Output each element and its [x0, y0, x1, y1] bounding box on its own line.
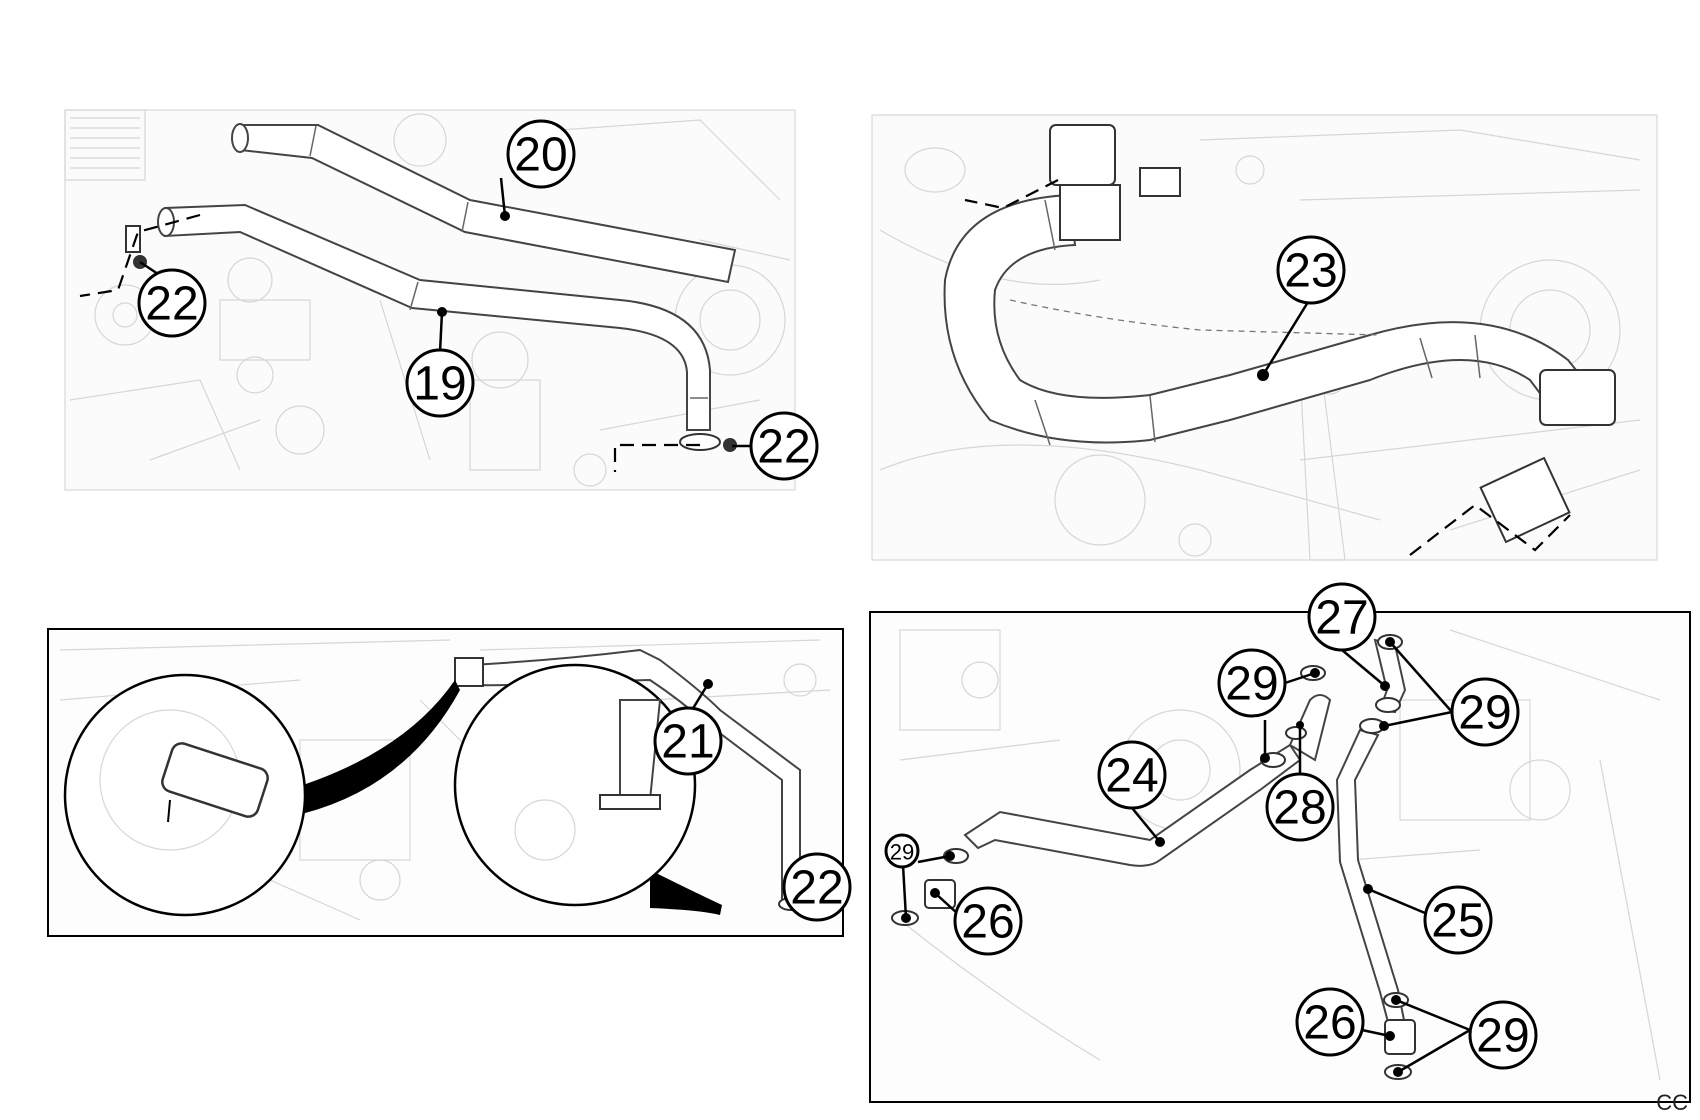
callout-29-bottom: 29 [1468, 1000, 1538, 1070]
svg-text:29: 29 [1476, 1010, 1529, 1063]
svg-text:29: 29 [890, 840, 914, 865]
callout-22: 22 [782, 852, 852, 922]
svg-text:25: 25 [1431, 895, 1484, 948]
callout-29-small: 29 [884, 833, 920, 869]
callout-24: 24 [1097, 740, 1167, 810]
callout-21: 21 [653, 706, 723, 776]
svg-text:26: 26 [1303, 997, 1356, 1050]
svg-text:29: 29 [1458, 687, 1511, 740]
svg-text:24: 24 [1105, 750, 1158, 803]
svg-text:20: 20 [514, 129, 567, 182]
callout-22-left: 22 [137, 268, 207, 338]
hose-23 [943, 193, 1602, 446]
callout-29-center: 29 [1217, 648, 1287, 718]
quick-connector-top [1049, 124, 1181, 241]
detail-view-left [63, 673, 460, 917]
panel-upper-right-hose: 23 [871, 114, 1658, 561]
callout-25: 25 [1423, 885, 1493, 955]
callout-20: 20 [506, 119, 576, 189]
panel-lower-left-hose: 21 22 [47, 628, 852, 937]
svg-text:22: 22 [145, 278, 198, 331]
svg-text:21: 21 [661, 716, 714, 769]
callout-26-bottom: 26 [1295, 987, 1365, 1057]
hose-20 [231, 123, 737, 284]
svg-text:28: 28 [1273, 782, 1326, 835]
callout-27: 27 [1307, 582, 1377, 652]
callout-19: 19 [405, 348, 475, 418]
callout-26-left: 26 [953, 886, 1023, 956]
detail-view-right [453, 663, 722, 915]
callout-29-right: 29 [1450, 677, 1520, 747]
svg-text:19: 19 [413, 358, 466, 411]
callout-28: 28 [1265, 772, 1335, 842]
svg-text:22: 22 [757, 421, 810, 474]
panel-upper-left-hoses: 20 19 22 22 [64, 109, 819, 491]
svg-text:27: 27 [1315, 592, 1368, 645]
svg-text:22: 22 [790, 862, 843, 915]
svg-text:29: 29 [1225, 658, 1278, 711]
svg-text:23: 23 [1284, 245, 1337, 298]
callout-23: 23 [1276, 235, 1346, 305]
figure-code: CC [1656, 1090, 1688, 1115]
panel-lower-right-hoses: 27 29 29 24 28 29 26 25 [869, 582, 1691, 1103]
svg-text:26: 26 [961, 896, 1014, 949]
hose-19 [157, 203, 711, 431]
callout-22-right: 22 [749, 411, 819, 481]
quick-connector-bottom [1479, 369, 1616, 544]
